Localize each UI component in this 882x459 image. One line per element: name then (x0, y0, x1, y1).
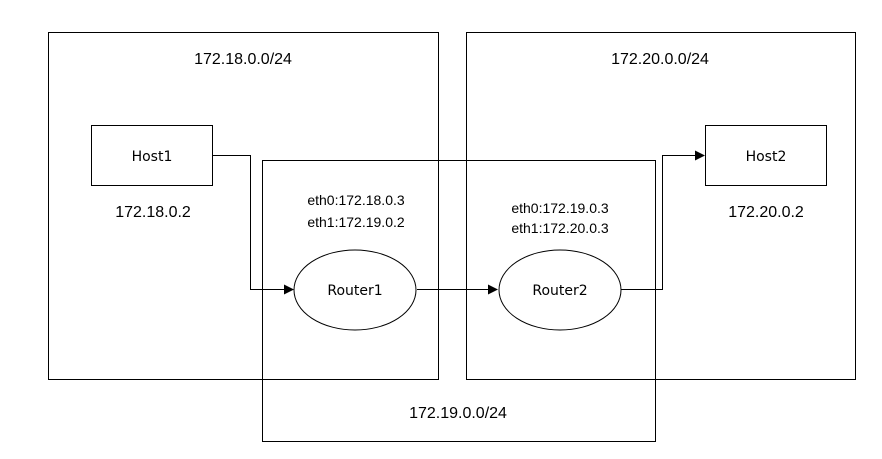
network-box-172-19 (262, 160, 656, 442)
network-label-172-18: 172.18.0.0/24 (194, 51, 292, 68)
edge-router2-host2 (621, 150, 705, 290)
network-box-172-20 (466, 32, 856, 380)
host2-box (705, 125, 827, 186)
router2-label: Router2 (532, 283, 587, 299)
edge-host1-router1 (213, 155, 294, 295)
network-label-172-20: 172.20.0.0/24 (611, 51, 709, 68)
router2-eth0-label: eth0:172.19.0.3 (511, 200, 609, 216)
router1-node (293, 249, 417, 331)
host2-ip: 172.20.0.2 (728, 204, 804, 221)
router1-eth0-label: eth0:172.18.0.3 (307, 192, 405, 208)
router2-node (498, 249, 622, 331)
host1-box (91, 125, 213, 186)
network-box-172-18 (48, 32, 439, 380)
host2-label: Host2 (746, 149, 787, 165)
router1-eth1-label: eth1:172.19.0.2 (307, 214, 405, 230)
network-label-172-19: 172.19.0.0/24 (409, 405, 507, 422)
router2-eth1-label: eth1:172.20.0.3 (511, 220, 609, 236)
host1-label: Host1 (132, 149, 173, 165)
host1-ip: 172.18.0.2 (115, 204, 191, 221)
router1-label: Router1 (327, 283, 382, 299)
